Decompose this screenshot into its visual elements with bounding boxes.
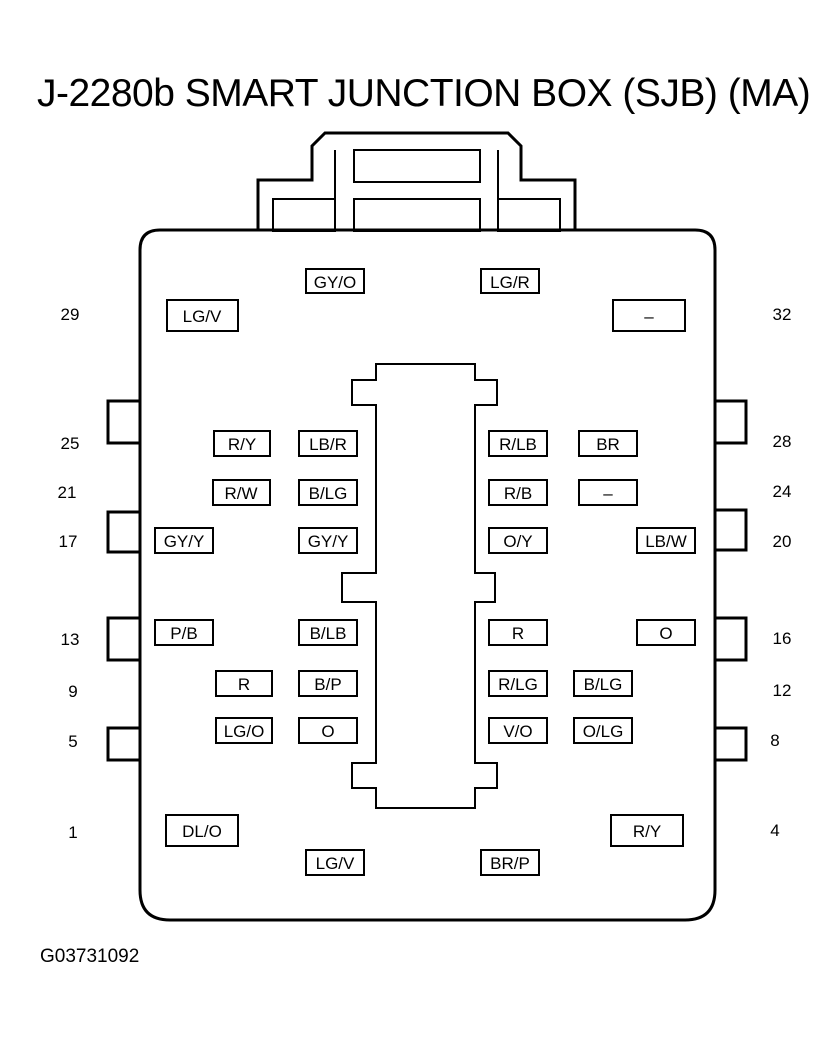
diagram-title: J-2280b SMART JUNCTION BOX (SJB) (MA)	[37, 72, 811, 115]
wire-label: LG/V	[183, 307, 222, 326]
wire-label: R/LG	[498, 675, 538, 694]
pin-number: 8	[770, 731, 779, 750]
side-tab-right-1	[715, 399, 748, 445]
pin-number: 13	[61, 630, 80, 649]
wire-label: B/P	[314, 675, 341, 694]
side-tab-left-4	[106, 726, 140, 762]
wire-label: –	[603, 484, 613, 503]
side-tab-left-2	[106, 510, 140, 554]
pin-number: 25	[61, 434, 80, 453]
wire-label: R/W	[224, 484, 257, 503]
pin-number: 17	[59, 532, 78, 551]
wire-boxes	[154, 268, 696, 876]
pin-number: 20	[773, 532, 792, 551]
pin-number-labels: 29 32 25 28 21 24 17 20 13 16 9 12 5 8 1…	[58, 305, 792, 842]
pin-number: 21	[58, 483, 77, 502]
pin-number: 5	[68, 732, 77, 751]
latch-details	[272, 149, 561, 232]
figure-id: G03731092	[40, 946, 140, 967]
wire-label: LG/O	[224, 722, 265, 741]
pin-number: 4	[770, 821, 779, 840]
wire-label: R/Y	[228, 435, 256, 454]
wire-label: LG/R	[490, 273, 530, 292]
wire-label: R/LB	[499, 435, 537, 454]
pin-number: 29	[61, 305, 80, 324]
wire-label: GY/Y	[308, 532, 349, 551]
side-tab-right-4	[715, 726, 748, 762]
wire-label: GY/O	[314, 273, 357, 292]
connector-housing	[106, 131, 748, 922]
center-key-slot	[341, 363, 498, 809]
wire-label: R	[512, 624, 524, 643]
wire-label: R/Y	[633, 822, 661, 841]
wire-label: BR	[596, 435, 620, 454]
pin-number: 12	[773, 681, 792, 700]
wire-label: O/LG	[583, 722, 624, 741]
side-tab-left-1	[106, 399, 140, 445]
wire-label: LG/V	[316, 854, 355, 873]
connector-body	[138, 228, 717, 922]
pin-number: 32	[773, 305, 792, 324]
pin-number: 9	[68, 682, 77, 701]
wire-label: DL/O	[182, 822, 222, 841]
wire-label: LB/R	[309, 435, 347, 454]
wire-label: R	[238, 675, 250, 694]
pin-number: 16	[773, 629, 792, 648]
side-tab-right-3	[715, 616, 748, 662]
pin-number: 28	[773, 432, 792, 451]
wire-labels: GY/O LG/R LG/V – R/Y LB/R R/LB BR R/W B/…	[164, 273, 687, 873]
wire-label: LB/W	[645, 532, 687, 551]
wire-label: P/B	[170, 624, 197, 643]
wire-label: GY/Y	[164, 532, 205, 551]
wire-label: B/LG	[309, 484, 348, 503]
wire-label: V/O	[503, 722, 532, 741]
pin-number: 24	[773, 482, 792, 501]
wire-label: O/Y	[503, 532, 532, 551]
side-tab-left-3	[106, 616, 140, 662]
wire-label: B/LG	[584, 675, 623, 694]
side-tab-right-2	[715, 508, 748, 552]
wire-label: R/B	[504, 484, 532, 503]
wire-label: O	[321, 722, 334, 741]
wire-label: BR/P	[490, 854, 530, 873]
wire-label: B/LB	[310, 624, 347, 643]
wire-label: O	[659, 624, 672, 643]
pin-number: 1	[68, 823, 77, 842]
wire-label: –	[644, 307, 654, 326]
